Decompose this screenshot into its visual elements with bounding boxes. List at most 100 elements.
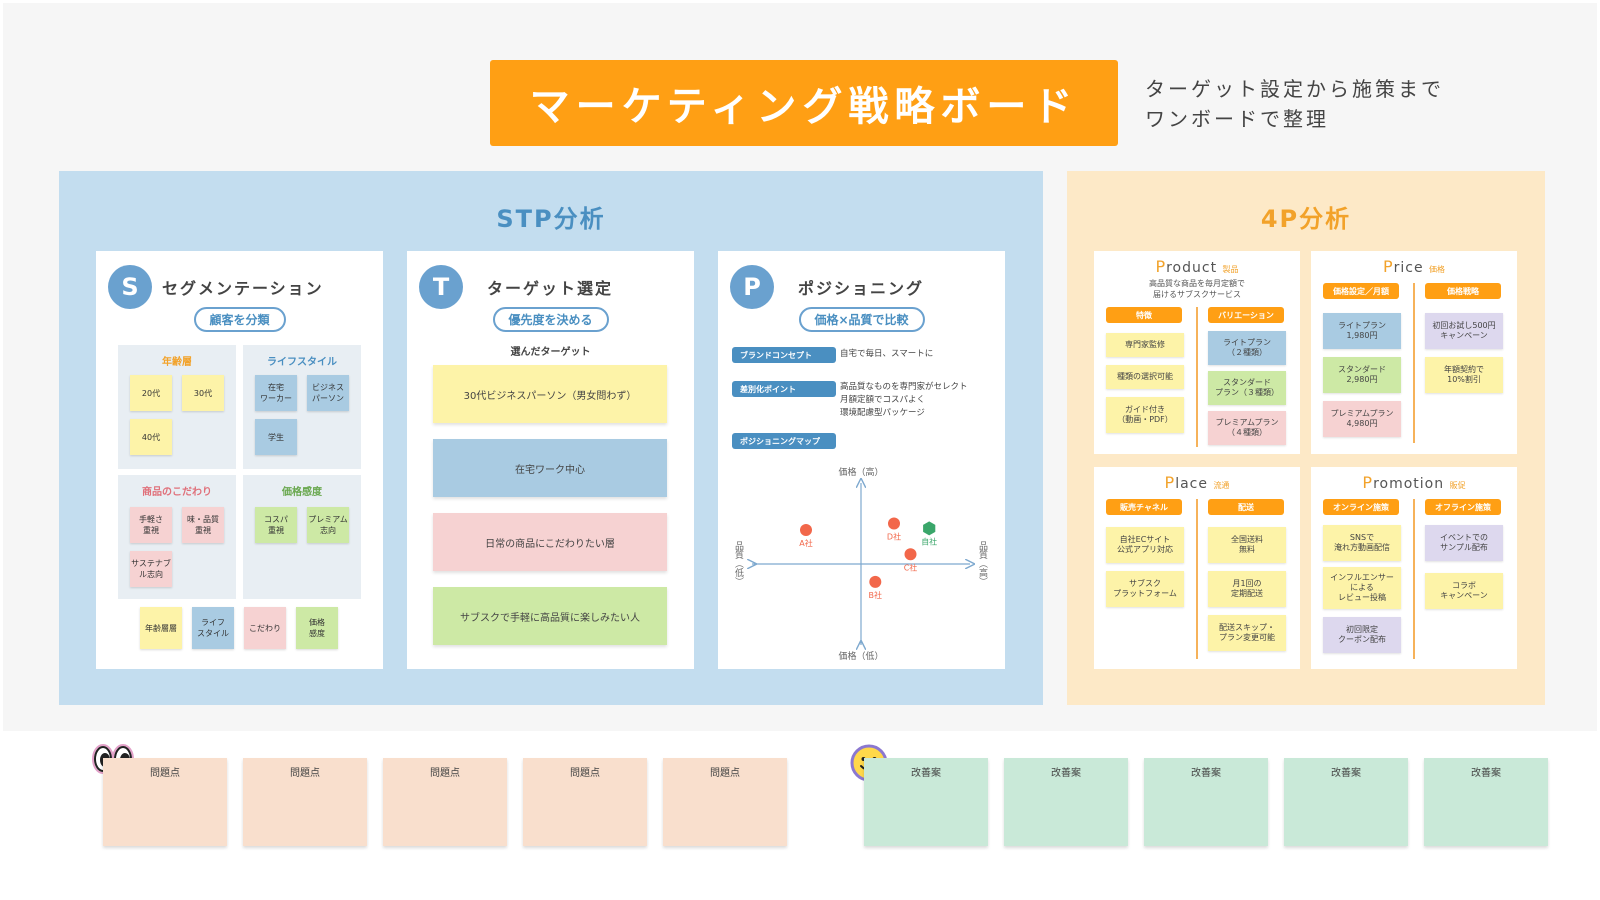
product-title: Product 製品: [1094, 257, 1300, 276]
promotion-online-note[interactable]: 初回限定 クーポン配布: [1323, 617, 1401, 653]
positioning-pill: 価格×品質で比較: [798, 307, 925, 332]
segmentation-letter-badge: S: [108, 265, 152, 309]
promotion-title-jp: 販促: [1449, 481, 1466, 490]
stp-title: STP分析: [496, 205, 606, 233]
company-point: [800, 523, 812, 536]
company-label: A社: [799, 538, 812, 548]
board-title-banner[interactable]: マーケティング戦略ボード: [490, 60, 1118, 146]
product-description-line: 届けるサブスクサービス: [1153, 290, 1241, 299]
price-title-rest: rice: [1393, 260, 1424, 276]
sticky-note[interactable]: 学生: [255, 419, 297, 455]
improvement-note[interactable]: 改善案: [1424, 758, 1548, 846]
price-card[interactable]: Price 価格 価格設定／月額 価格戦略 ライトプラン 1,980円 スタンダ…: [1311, 251, 1517, 454]
legend-note-lifestyle[interactable]: ライフ スタイル: [192, 607, 234, 649]
divider: [1413, 283, 1415, 443]
problem-note[interactable]: 問題点: [103, 758, 227, 846]
legend-note-age[interactable]: 年齢層層: [140, 607, 182, 649]
company-label: 自社: [921, 536, 937, 546]
price-strategy-note[interactable]: 年額契約で 10%割引: [1425, 357, 1503, 393]
positioning-map-tag: ポジショニングマップ: [732, 433, 836, 449]
promotion-card[interactable]: Promotion 販促 オンライン施策 オフライン施策 SNSで 淹れ方動画配…: [1311, 467, 1517, 669]
promotion-offline-note[interactable]: イベントでの サンプル配布: [1425, 525, 1503, 561]
problem-note[interactable]: 問題点: [383, 758, 507, 846]
product-feature-note[interactable]: 専門家監修: [1106, 333, 1184, 357]
target-note[interactable]: 日常の商品にこだわりたい層: [433, 513, 667, 571]
product-col-head-features: 特徴: [1106, 307, 1182, 323]
seg-group-label: 価格感度: [282, 487, 322, 498]
product-variation-note[interactable]: プレミアムプラン （４種類）: [1208, 411, 1286, 445]
price-title-initial: P: [1382, 257, 1394, 276]
seg-group-age[interactable]: 年齢層 20代 30代 40代: [118, 345, 236, 469]
place-delivery-note[interactable]: 月1回の 定期配送: [1208, 571, 1286, 607]
place-delivery-note[interactable]: 配送スキップ・ プラン変更可能: [1208, 615, 1286, 651]
seg-group-lifestyle[interactable]: ライフスタイル 在宅 ワーカー ビジネス パーソン 学生: [243, 345, 361, 469]
differentiation-tag: 差別化ポイント: [732, 381, 836, 397]
sticky-note[interactable]: 40代: [130, 419, 172, 455]
positioning-card[interactable]: P ポジショニング 価格×品質で比較 ブランドコンセプト 自宅で毎日、スマートに…: [718, 251, 1005, 669]
target-note[interactable]: 30代ビジネスパーソン（男女問わず）: [433, 365, 667, 423]
product-col-head-variations: バリエーション: [1208, 307, 1284, 323]
sticky-note[interactable]: プレミアム 志向: [307, 507, 349, 543]
product-variation-note[interactable]: ライトプラン （２種類）: [1208, 331, 1286, 365]
product-feature-note[interactable]: 種類の選択可能: [1106, 365, 1184, 389]
sticky-note[interactable]: 手軽さ 重視: [130, 507, 172, 543]
place-delivery-note[interactable]: 全国送料 無料: [1208, 527, 1286, 563]
company-point: [888, 517, 900, 530]
sticky-note[interactable]: 30代: [182, 375, 224, 411]
problem-note[interactable]: 問題点: [523, 758, 647, 846]
price-plan-note[interactable]: スタンダード 2,980円: [1323, 357, 1401, 393]
targeting-card[interactable]: T ターゲット選定 優先度を決める 選んだターゲット 30代ビジネスパーソン（男…: [407, 251, 694, 669]
targeting-header: T ターゲット選定: [419, 265, 613, 309]
seg-group-label: 年齢層: [162, 357, 192, 368]
promotion-online-note[interactable]: SNSで 淹れ方動画配信: [1323, 525, 1401, 561]
selected-target-label: 選んだターゲット: [510, 347, 591, 358]
seg-group-price-sensitivity[interactable]: 価格感度 コスパ 重視 プレミアム 志向: [243, 475, 361, 599]
place-card[interactable]: Place 流通 販売チャネル 配送 自社ECサイト 公式アプリ対応 サブスク …: [1094, 467, 1300, 669]
problem-note[interactable]: 問題点: [243, 758, 367, 846]
divider: [1413, 499, 1415, 659]
improvement-note[interactable]: 改善案: [1144, 758, 1268, 846]
promotion-offline-note[interactable]: コラボ キャンペーン: [1425, 573, 1503, 609]
sticky-note[interactable]: ビジネス パーソン: [307, 375, 349, 411]
product-feature-note[interactable]: ガイド付き （動画・PDF）: [1106, 397, 1184, 433]
sticky-note[interactable]: 在宅 ワーカー: [255, 375, 297, 411]
problem-note[interactable]: 問題点: [663, 758, 787, 846]
promotion-title-initial: P: [1362, 473, 1374, 492]
improvement-note[interactable]: 改善案: [1284, 758, 1408, 846]
brand-concept-tag: ブランドコンセプト: [732, 347, 836, 363]
promotion-title-rest: romotion: [1373, 476, 1445, 492]
seg-group-preference[interactable]: 商品のこだわり 手軽さ 重視 味・品質 重視 サステナブ ル志向: [118, 475, 236, 599]
target-note[interactable]: 在宅ワーク中心: [433, 439, 667, 497]
place-title-rest: lace: [1175, 476, 1208, 492]
axis-label-right: 品質（高）: [977, 541, 988, 586]
target-note[interactable]: サブスクで手軽に高品質に楽しみたい人: [433, 587, 667, 645]
positioning-letter-badge: P: [730, 265, 774, 309]
place-col-head-channel: 販売チャネル: [1106, 499, 1182, 515]
price-strategy-note[interactable]: 初回お試し500円 キャンペーン: [1425, 313, 1503, 349]
targeting-pill: 優先度を決める: [492, 307, 609, 332]
sticky-note[interactable]: 味・品質 重視: [182, 507, 224, 543]
price-plan-note[interactable]: プレミアムプラン 4,980円: [1323, 401, 1401, 437]
seg-group-label: ライフスタイル: [267, 357, 337, 368]
legend-note-preference[interactable]: こだわり: [244, 607, 286, 649]
product-card[interactable]: Product 製品 高品質な商品を毎月定額で 届けるサブスクサービス 特徴 バ…: [1094, 251, 1300, 454]
price-plan-note[interactable]: ライトプラン 1,980円: [1323, 313, 1401, 349]
promotion-title: Promotion 販促: [1311, 473, 1517, 492]
sticky-note[interactable]: コスパ 重視: [255, 507, 297, 543]
sticky-note[interactable]: 20代: [130, 375, 172, 411]
product-variation-note[interactable]: スタンダード プラン（３種類）: [1208, 371, 1286, 405]
fourp-panel: 4P分析 Product 製品 高品質な商品を毎月定額で 届けるサブスクサービス…: [1067, 171, 1545, 705]
axis-label-bottom: 価格（低）: [838, 650, 883, 661]
seg-group-label: 商品のこだわり: [142, 487, 212, 498]
segmentation-card[interactable]: S セグメンテーション 顧客を分類 年齢層 20代 30代 40代 ライフスタイ…: [96, 251, 383, 669]
improvement-note[interactable]: 改善案: [1004, 758, 1128, 846]
place-channel-note[interactable]: サブスク プラットフォーム: [1106, 571, 1184, 607]
subtitle-line-2: ワンボードで整理: [1145, 107, 1329, 131]
improvement-note[interactable]: 改善案: [864, 758, 988, 846]
promotion-online-note[interactable]: インフルエンサー による レビュー投稿: [1323, 567, 1401, 609]
legend-note-price[interactable]: 価格 感度: [296, 607, 338, 649]
place-channel-note[interactable]: 自社ECサイト 公式アプリ対応: [1106, 527, 1184, 563]
positioning-title: ポジショニング: [798, 279, 925, 298]
sticky-note[interactable]: サステナブ ル志向: [130, 551, 172, 587]
